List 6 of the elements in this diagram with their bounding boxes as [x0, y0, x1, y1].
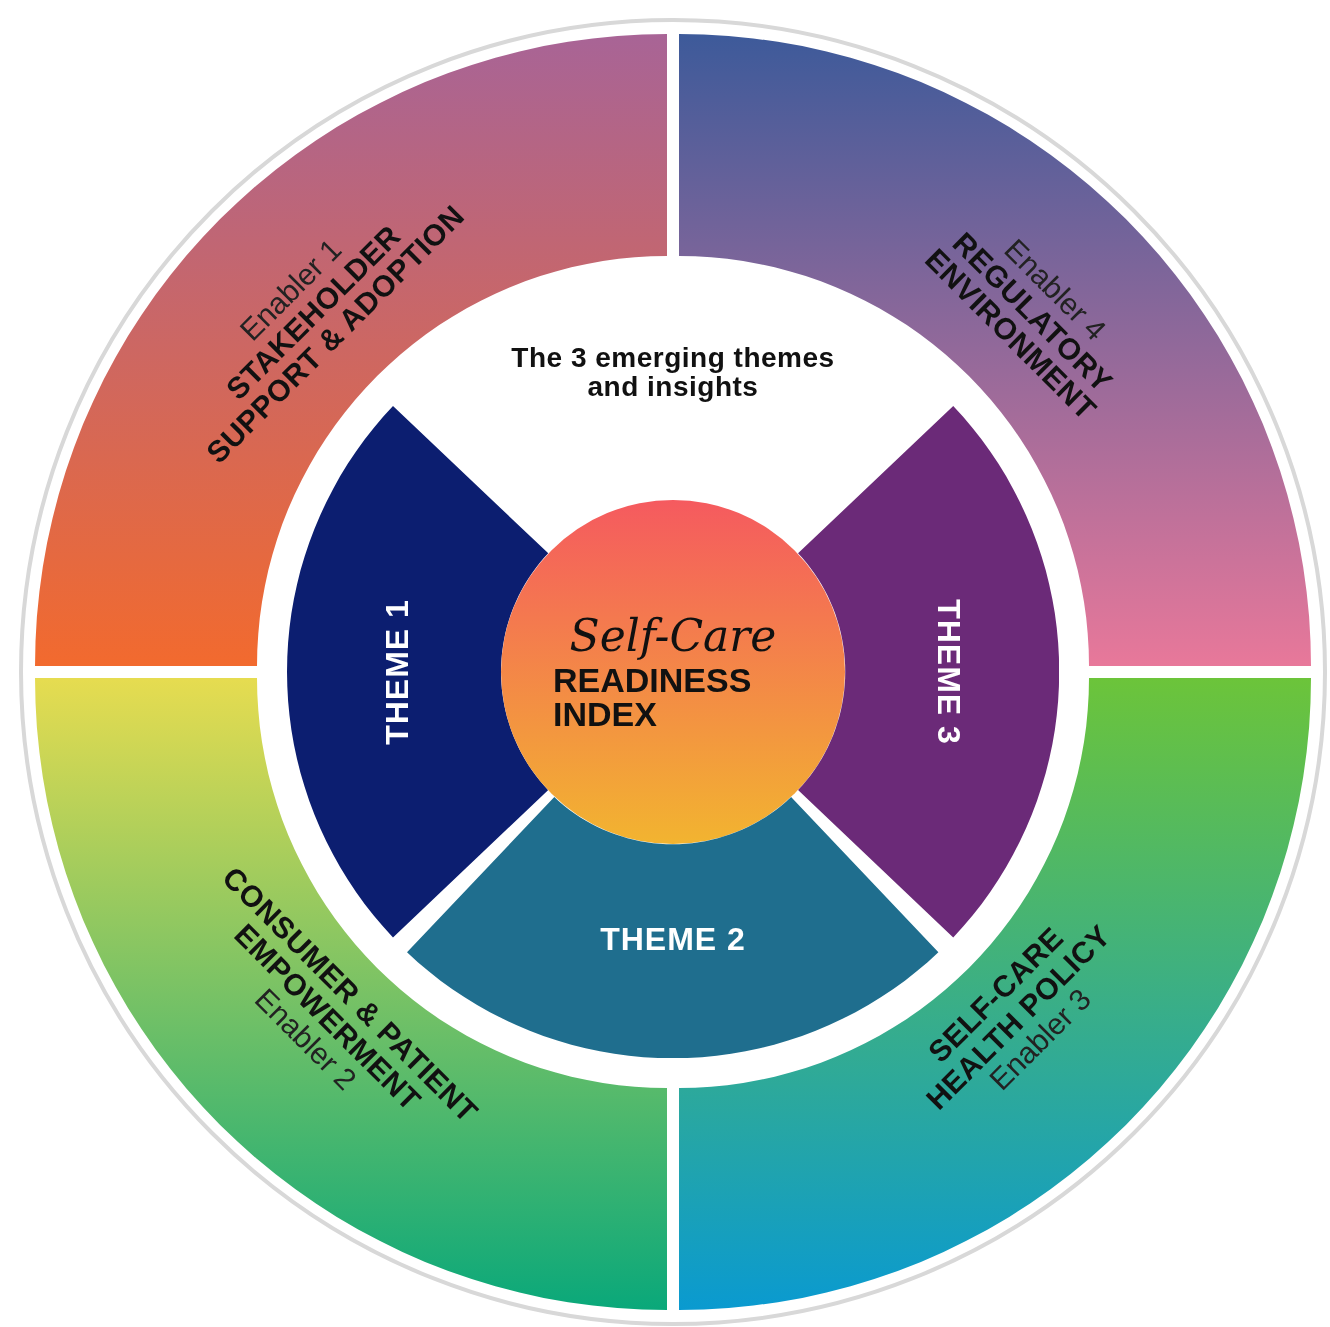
- theme-label: THEME 1: [381, 598, 415, 747]
- theme-label: THEME 2: [599, 923, 747, 957]
- ring-caption: The 3 emerging themes and insights: [510, 342, 836, 402]
- script-title: Self-Care: [568, 612, 778, 660]
- index-title: READINESS INDEX: [553, 663, 753, 732]
- theme-label: THEME 3: [931, 598, 965, 747]
